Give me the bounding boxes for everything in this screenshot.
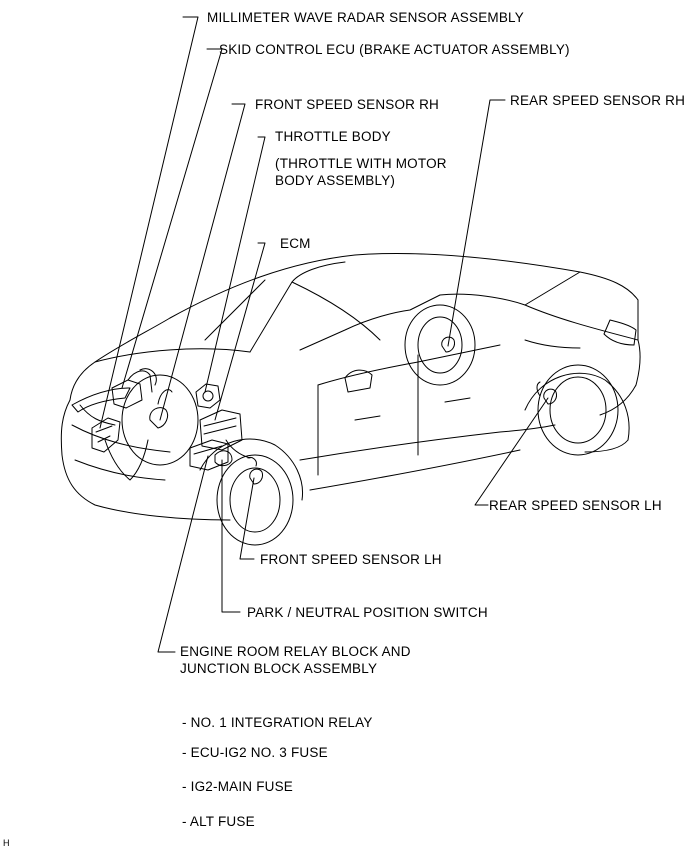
label-engine-room-relay-block: ENGINE ROOM RELAY BLOCK AND JUNCTION BLO…: [180, 644, 411, 676]
label-millimeter-wave-radar: MILLIMETER WAVE RADAR SENSOR ASSEMBLY: [207, 10, 524, 25]
ecm-component: [199, 409, 251, 459]
sub-item-alt-fuse: - ALT FUSE: [182, 814, 255, 829]
label-park-neutral-switch: PARK / NEUTRAL POSITION SWITCH: [247, 605, 488, 620]
park-neutral-switch-component: [214, 450, 233, 467]
throttle-body-component: [195, 383, 221, 409]
sub-item-ig2-main-fuse: - IG2-MAIN FUSE: [182, 779, 294, 794]
front-lh-speed-sensor-component: [247, 457, 263, 485]
label-front-speed-sensor-lh: FRONT SPEED SENSOR LH: [260, 552, 442, 567]
label-ecm: ECM: [280, 236, 311, 251]
rear-rh-speed-sensor-component: [441, 336, 455, 353]
rear-lh-speed-sensor-component: [536, 381, 557, 405]
label-front-speed-sensor-rh: FRONT SPEED SENSOR RH: [255, 97, 439, 112]
rear-right-wheel: [404, 304, 476, 386]
front-right-wheel: [121, 374, 199, 466]
label-throttle-body-note: (THROTTLE WITH MOTOR BODY ASSEMBLY): [275, 156, 447, 188]
label-rear-speed-sensor-rh: REAR SPEED SENSOR RH: [510, 93, 686, 108]
corner-mark: H: [3, 838, 10, 848]
sub-item-integration-relay: - NO. 1 INTEGRATION RELAY: [182, 715, 373, 730]
label-skid-control-ecu: SKID CONTROL ECU (BRAKE ACTUATOR ASSEMBL…: [219, 42, 570, 57]
rear-left-wheel: [537, 364, 619, 456]
sub-item-ecu-ig2-fuse: - ECU-IG2 NO. 3 FUSE: [182, 745, 328, 760]
car-body-outline: [60, 253, 641, 521]
radar-sensor-component: [91, 417, 121, 453]
front-left-wheel: [216, 454, 294, 546]
relay-block-component: [189, 439, 229, 471]
label-throttle-body: THROTTLE BODY: [275, 129, 391, 144]
label-rear-speed-sensor-lh: REAR SPEED SENSOR LH: [489, 498, 662, 513]
leader-lines: [99, 16, 549, 653]
front-rh-speed-sensor-component: [149, 389, 173, 429]
brake-actuator-component: [111, 368, 157, 409]
